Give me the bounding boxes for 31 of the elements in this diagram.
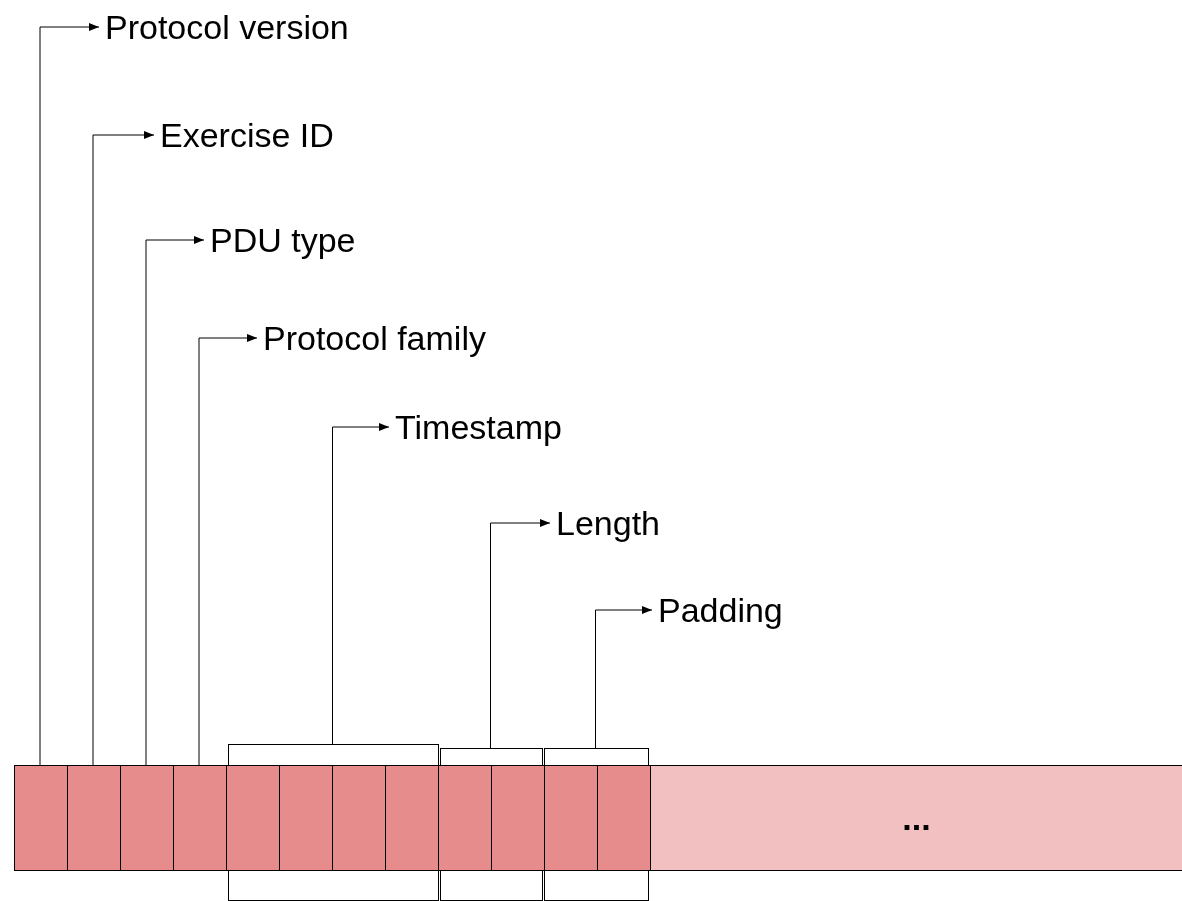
ellipsis: ... <box>902 798 931 838</box>
byte-cell <box>438 765 492 871</box>
byte-cell <box>491 765 545 871</box>
leader-line <box>595 606 653 749</box>
byte-cell <box>120 765 174 871</box>
byte-cell <box>173 765 227 871</box>
byte-cell <box>14 765 68 871</box>
field-bracket <box>440 748 543 901</box>
byte-cell <box>385 765 439 871</box>
field-label: PDU type <box>210 221 356 259</box>
leader-line <box>332 423 390 745</box>
field-label: Timestamp <box>395 408 562 446</box>
leader-line <box>39 23 100 766</box>
field-bracket <box>544 748 649 901</box>
byte-cell <box>544 765 598 871</box>
byte-cell <box>597 765 651 871</box>
byte-cell <box>226 765 280 871</box>
continuation-field <box>650 765 1182 871</box>
leader-line <box>490 519 551 749</box>
leader-line <box>145 236 205 766</box>
field-label: Padding <box>658 591 783 629</box>
field-bracket <box>228 744 439 901</box>
field-label: Protocol version <box>105 8 349 46</box>
byte-cell <box>332 765 386 871</box>
field-label: Length <box>556 504 660 542</box>
byte-cell <box>279 765 333 871</box>
field-label: Protocol family <box>263 319 486 357</box>
leader-line <box>92 131 155 766</box>
byte-cell <box>67 765 121 871</box>
leader-line <box>198 334 258 766</box>
field-label: Exercise ID <box>160 116 334 154</box>
